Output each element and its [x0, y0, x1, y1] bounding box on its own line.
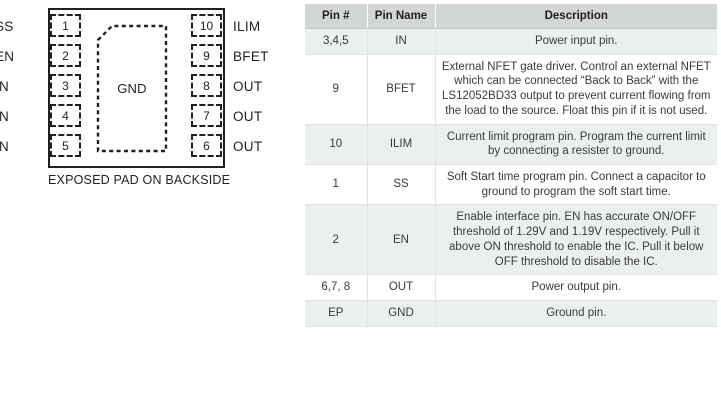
pin-pad-9: 9: [191, 44, 222, 67]
pin-pad-8: 8: [191, 74, 222, 97]
cell-pin-number: 2: [305, 204, 368, 276]
gnd-pad-label: GND: [117, 81, 147, 96]
cell-pin-number: 10: [305, 124, 368, 166]
cell-pin-name: IN: [367, 28, 436, 55]
pin-label-in-5: IN: [0, 139, 10, 154]
pin-label-bfet: BFET: [233, 49, 269, 64]
cell-pin-number: 6,7, 8: [305, 274, 368, 302]
pin-pad-7: 7: [191, 104, 222, 127]
cell-pin-name: EN: [367, 204, 436, 276]
cell-pin-number: 3,4,5: [305, 28, 368, 55]
pin-label-out-6: OUT: [233, 139, 263, 154]
pin-label-ilim: ILIM: [233, 19, 261, 34]
pin-label-ss: SS: [0, 19, 14, 34]
pin-label-in-3: IN: [0, 79, 10, 94]
cell-pin-name: GND: [367, 300, 436, 327]
cell-description: Power input pin.: [435, 28, 717, 55]
cell-description: External NFET gate driver. Control an ex…: [435, 54, 717, 125]
pin-label-out-8: OUT: [233, 79, 263, 94]
cell-description: Current limit program pin. Program the c…: [435, 124, 717, 166]
package-outline-diagram: GND 1 2 3 4 5 10 9 8 7 6 SS EN IN IN IN …: [0, 0, 300, 196]
cell-description: Power output pin.: [435, 274, 717, 302]
table-header: Pin # Pin Name Description: [305, 4, 717, 29]
cell-description: Soft Start time program pin. Connect a c…: [435, 164, 717, 206]
pinout-figure: GND 1 2 3 4 5 10 9 8 7 6 SS EN IN IN IN …: [0, 0, 300, 400]
cell-pin-number: 1: [305, 164, 368, 206]
pin-pad-10: 10: [191, 14, 222, 37]
pin-pad-4: 4: [50, 104, 81, 127]
pin-label-in-4: IN: [0, 109, 10, 124]
cell-description: Enable interface pin. EN has accurate ON…: [435, 204, 717, 276]
pin-label-out-7: OUT: [233, 109, 263, 124]
cell-pin-name: ILIM: [367, 124, 436, 166]
column-header-pin-name: Pin Name: [367, 4, 436, 29]
column-header-pin-number: Pin #: [305, 4, 368, 29]
cell-pin-number: EP: [305, 300, 368, 327]
column-header-description: Description: [435, 4, 717, 29]
cell-pin-name: SS: [367, 164, 436, 206]
table-header-row: Pin # Pin Name Description: [305, 4, 717, 29]
cell-pin-name: OUT: [367, 274, 436, 302]
pin-pad-1: 1: [50, 14, 81, 37]
pin-pad-5: 5: [50, 134, 81, 157]
cell-pin-name: BFET: [367, 54, 436, 125]
exposed-pad-caption: EXPOSED PAD ON BACKSIDE: [48, 173, 231, 187]
cell-pin-number: 9: [305, 54, 368, 125]
pin-pad-2: 2: [50, 44, 81, 67]
cell-description: Ground pin.: [435, 300, 717, 327]
exposed-gnd-pad: [98, 26, 166, 151]
pin-pad-6: 6: [191, 134, 222, 157]
pin-label-en: EN: [0, 49, 15, 64]
pin-pad-3: 3: [50, 74, 81, 97]
